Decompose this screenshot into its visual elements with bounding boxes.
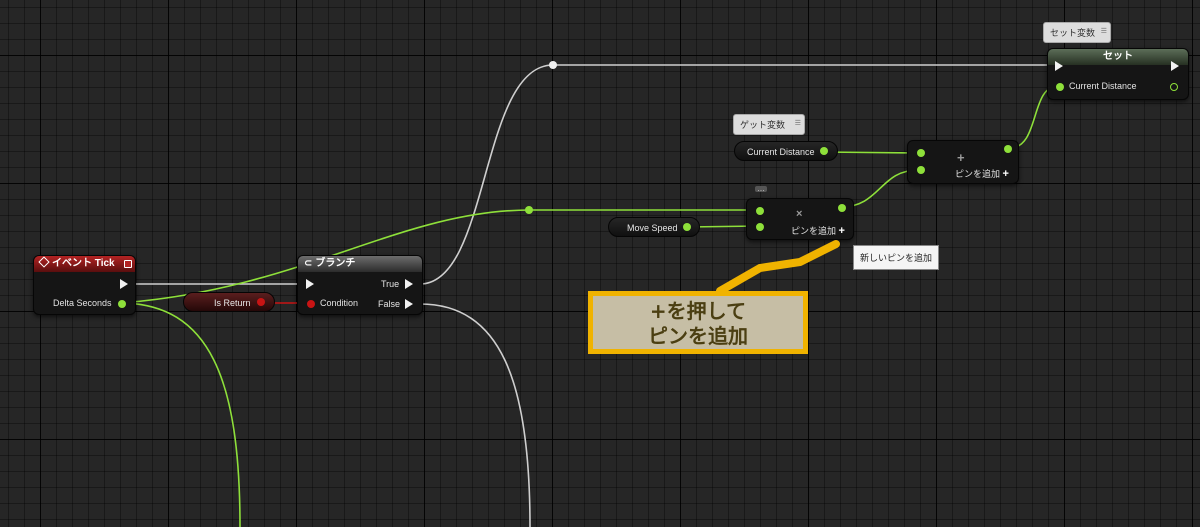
- exec-wire-true-to-set: [419, 64, 1055, 285]
- list-icon: ☰: [794, 120, 801, 127]
- current-distance-get-label: Current Distance: [747, 147, 815, 157]
- multiply-add-pin-button[interactable]: ピンを追加 +: [791, 224, 845, 237]
- move-speed-label: Move Speed: [627, 223, 678, 233]
- float-wire-distance-to-add: [821, 151, 919, 154]
- delta-seconds-pin[interactable]: [118, 300, 126, 308]
- set-header: セット: [1048, 49, 1188, 65]
- plus-icon: +: [838, 225, 845, 237]
- is-return-label: Is Return: [214, 298, 251, 308]
- annotation-pointer: [716, 240, 840, 295]
- plus-icon: +: [1002, 168, 1009, 180]
- multiply-icon: ×: [796, 208, 803, 220]
- add-icon: +: [957, 150, 965, 165]
- multiply-out-pin[interactable]: [838, 204, 846, 212]
- reroute-knot-float[interactable]: [525, 206, 533, 214]
- true-exec-pin[interactable]: [405, 279, 413, 289]
- set-variable-label: セット変数: [1050, 28, 1096, 38]
- add-in-b-pin[interactable]: [917, 166, 925, 174]
- delta-seconds-label: Delta Seconds: [53, 298, 112, 308]
- add-out-pin[interactable]: [1004, 145, 1012, 153]
- multiply-in-b-pin[interactable]: [756, 223, 764, 231]
- list-icon: ☰: [1100, 28, 1107, 35]
- branch-header: ⊂ブランチ: [298, 256, 422, 272]
- reroute-knot-exec[interactable]: [549, 61, 557, 69]
- move-speed-pin[interactable]: [683, 223, 691, 231]
- true-label: True: [381, 279, 400, 289]
- multiply-node[interactable]: × ピンを追加 +: [746, 198, 854, 240]
- set-exec-in-pin[interactable]: [1055, 61, 1063, 71]
- event-tick-node[interactable]: イベント Tick Delta Seconds: [33, 255, 136, 315]
- is-return-pin[interactable]: [257, 298, 265, 306]
- false-label: False: [378, 299, 401, 309]
- exec-wire-false: [419, 303, 531, 527]
- condition-pin[interactable]: [307, 300, 315, 308]
- move-speed-node[interactable]: Move Speed: [608, 217, 700, 237]
- branch-title: ブランチ: [315, 258, 356, 269]
- multiply-in-a-pin[interactable]: [756, 207, 764, 215]
- branch-node[interactable]: ⊂ブランチ True Condition False: [297, 255, 423, 315]
- set-variable-tag: セット変数 ☰: [1043, 22, 1111, 43]
- delegate-square-icon: [124, 260, 132, 268]
- annotation-callout: +を押して ピンを追加: [588, 291, 808, 354]
- add-add-pin-button[interactable]: ピンを追加 +: [955, 167, 1009, 180]
- condition-label: Condition: [320, 298, 359, 308]
- comment-dots-icon[interactable]: …: [755, 184, 767, 193]
- annotation-line-1: +を押して: [649, 299, 747, 323]
- get-variable-label: ゲット変数: [740, 120, 786, 130]
- false-exec-pin[interactable]: [405, 299, 413, 309]
- event-tick-title: イベント Tick: [52, 258, 115, 269]
- float-wire-delta-down: [119, 302, 241, 527]
- branch-icon: ⊂: [304, 258, 313, 269]
- add-pin-label: ピンを追加: [791, 226, 837, 236]
- is-return-node[interactable]: Is Return: [183, 292, 275, 312]
- event-tick-header: イベント Tick: [34, 256, 135, 272]
- add-pin-tooltip: 新しいピンを追加: [853, 245, 940, 270]
- add-node[interactable]: + ピンを追加 +: [907, 140, 1019, 184]
- get-variable-tag: ゲット変数 ☰: [733, 114, 805, 135]
- set-node[interactable]: セット Current Distance: [1047, 48, 1189, 100]
- current-distance-get-pin[interactable]: [820, 147, 828, 155]
- set-value-in-pin[interactable]: [1056, 83, 1064, 91]
- current-distance-get-node[interactable]: Current Distance: [734, 141, 838, 161]
- set-value-out-pin[interactable]: [1170, 83, 1178, 91]
- exec-out-pin[interactable]: [120, 279, 128, 289]
- branch-exec-in-pin[interactable]: [306, 279, 314, 289]
- add-pin-label: ピンを追加: [955, 169, 1001, 179]
- set-exec-out-pin[interactable]: [1171, 61, 1179, 71]
- add-in-a-pin[interactable]: [917, 149, 925, 157]
- annotation-line-2: ピンを追加: [648, 324, 748, 348]
- set-value-label: Current Distance: [1069, 81, 1137, 91]
